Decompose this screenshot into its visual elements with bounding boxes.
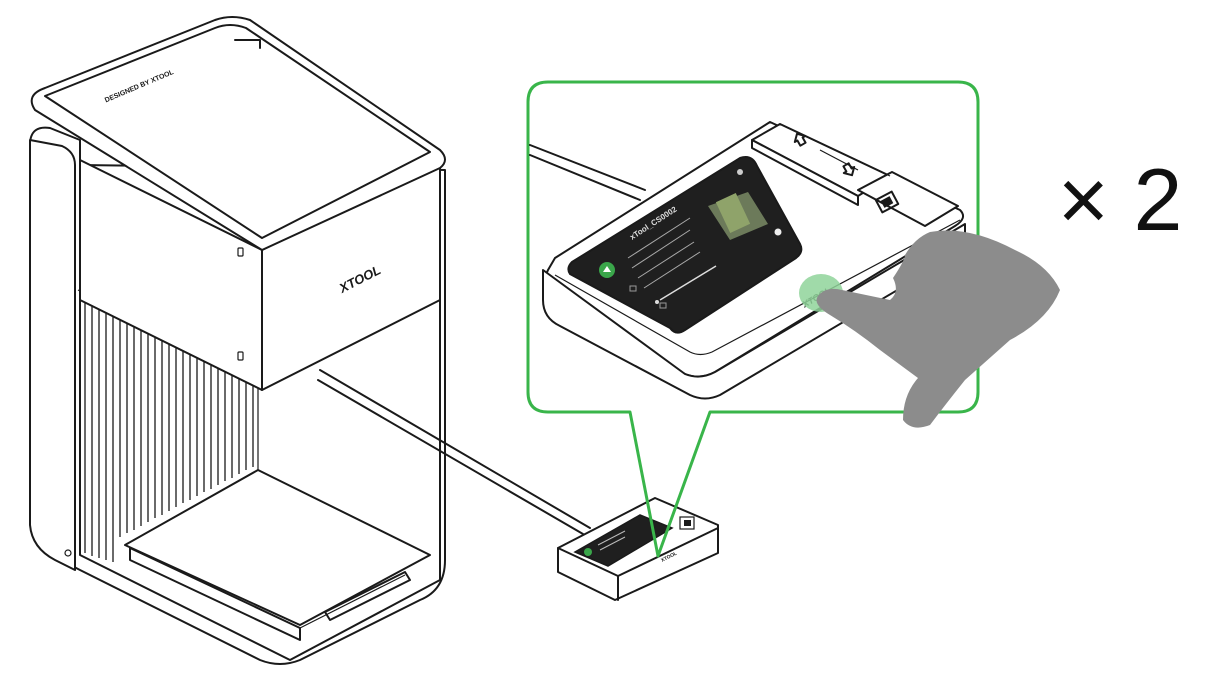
multiplier-label: × 2 <box>1058 150 1183 249</box>
pointing-hand-icon <box>816 230 1060 428</box>
controller-zoomed: xTool_CS0002 XTOOL <box>529 121 1060 428</box>
frame-icon[interactable] <box>874 190 900 214</box>
up-arrow-icon[interactable] <box>792 131 808 147</box>
laser-machine: XTOOL DESIGNED BY XTOOL <box>29 16 446 665</box>
down-arrow-icon[interactable] <box>841 162 857 178</box>
zoom-callout <box>526 80 980 558</box>
vent-grille <box>84 290 254 562</box>
connection-cable <box>317 369 591 535</box>
controller-small: XTOOL <box>557 497 719 601</box>
